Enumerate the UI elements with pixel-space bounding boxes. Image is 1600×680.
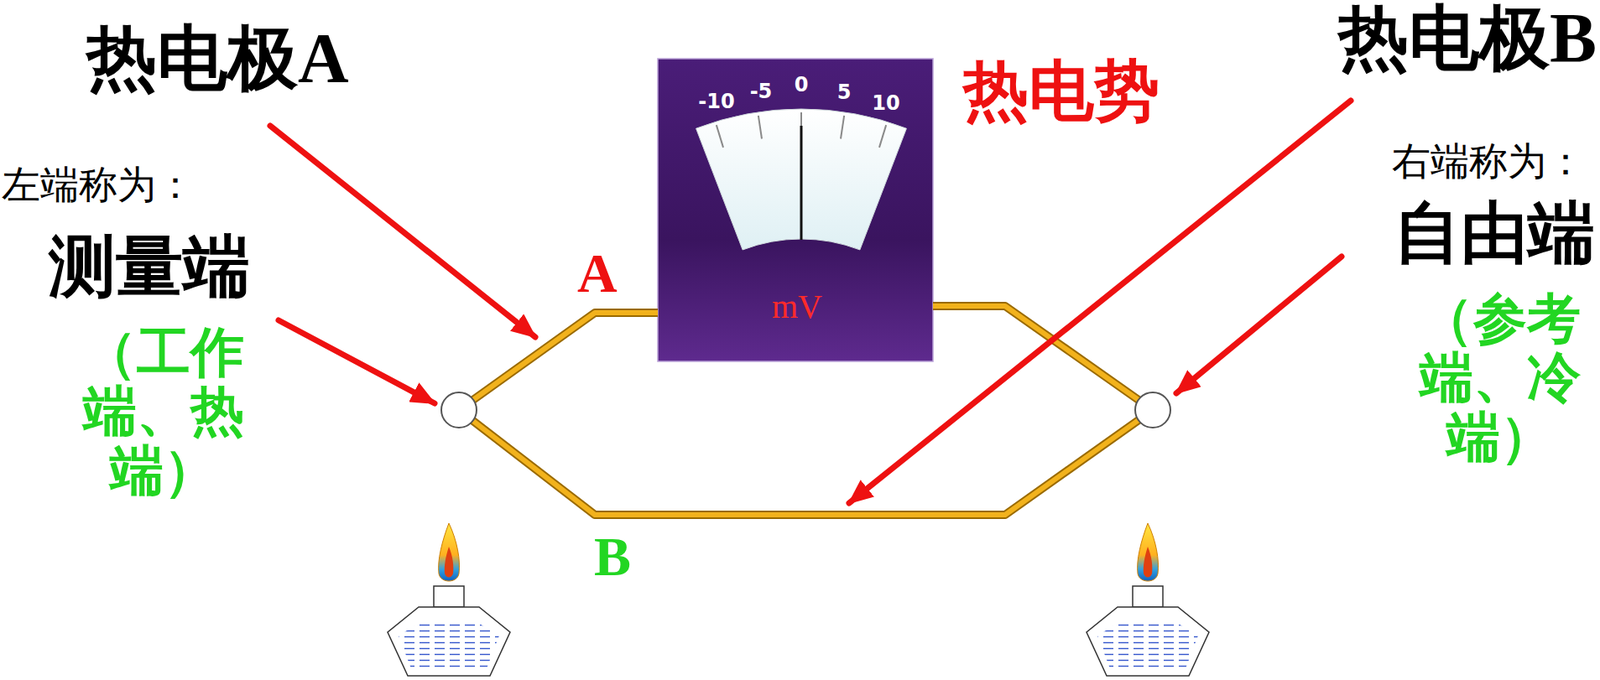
- end-name: 测量端: [48, 229, 251, 304]
- end-caption: 右端称为：: [1391, 140, 1585, 184]
- wire-letter: B: [594, 526, 631, 589]
- end-name: 自由端: [1393, 196, 1595, 271]
- dial-face: [696, 109, 907, 251]
- dial-tick: [716, 125, 724, 148]
- end-alias: （参考端、冷端）: [1417, 290, 1584, 468]
- meter-dial: [696, 109, 907, 251]
- meter-body: [657, 58, 933, 362]
- electrode-label: 热电极A: [86, 20, 350, 98]
- unit-label: mV: [771, 288, 823, 326]
- scale-number: 0: [794, 73, 809, 96]
- thermo-wires: [458, 306, 1153, 516]
- dial-tick: [840, 115, 845, 140]
- meter-needle: [800, 125, 803, 240]
- end-alias: （工作端、热端）: [80, 323, 246, 501]
- leader-arrows: [270, 100, 1351, 504]
- electrode-label: 热电极B: [1338, 0, 1597, 78]
- scale-number: -5: [750, 80, 773, 103]
- hot-junction: [441, 392, 477, 428]
- end-caption: 左端称为：: [1, 164, 195, 208]
- emf-label: 热电势: [963, 55, 1160, 128]
- cold-junction: [1135, 392, 1171, 428]
- scale-number: -10: [698, 90, 735, 113]
- alcohol-lamp: [1086, 523, 1210, 677]
- millivoltmeter: -10 -5 0 5 10 mV: [657, 58, 933, 362]
- alcohol-lamp: [387, 523, 511, 677]
- wire-letter: A: [577, 243, 618, 305]
- dial-tick: [758, 115, 762, 140]
- scale-number: 5: [837, 81, 852, 104]
- dial-tick: [879, 125, 886, 148]
- scale-number: 10: [871, 92, 900, 115]
